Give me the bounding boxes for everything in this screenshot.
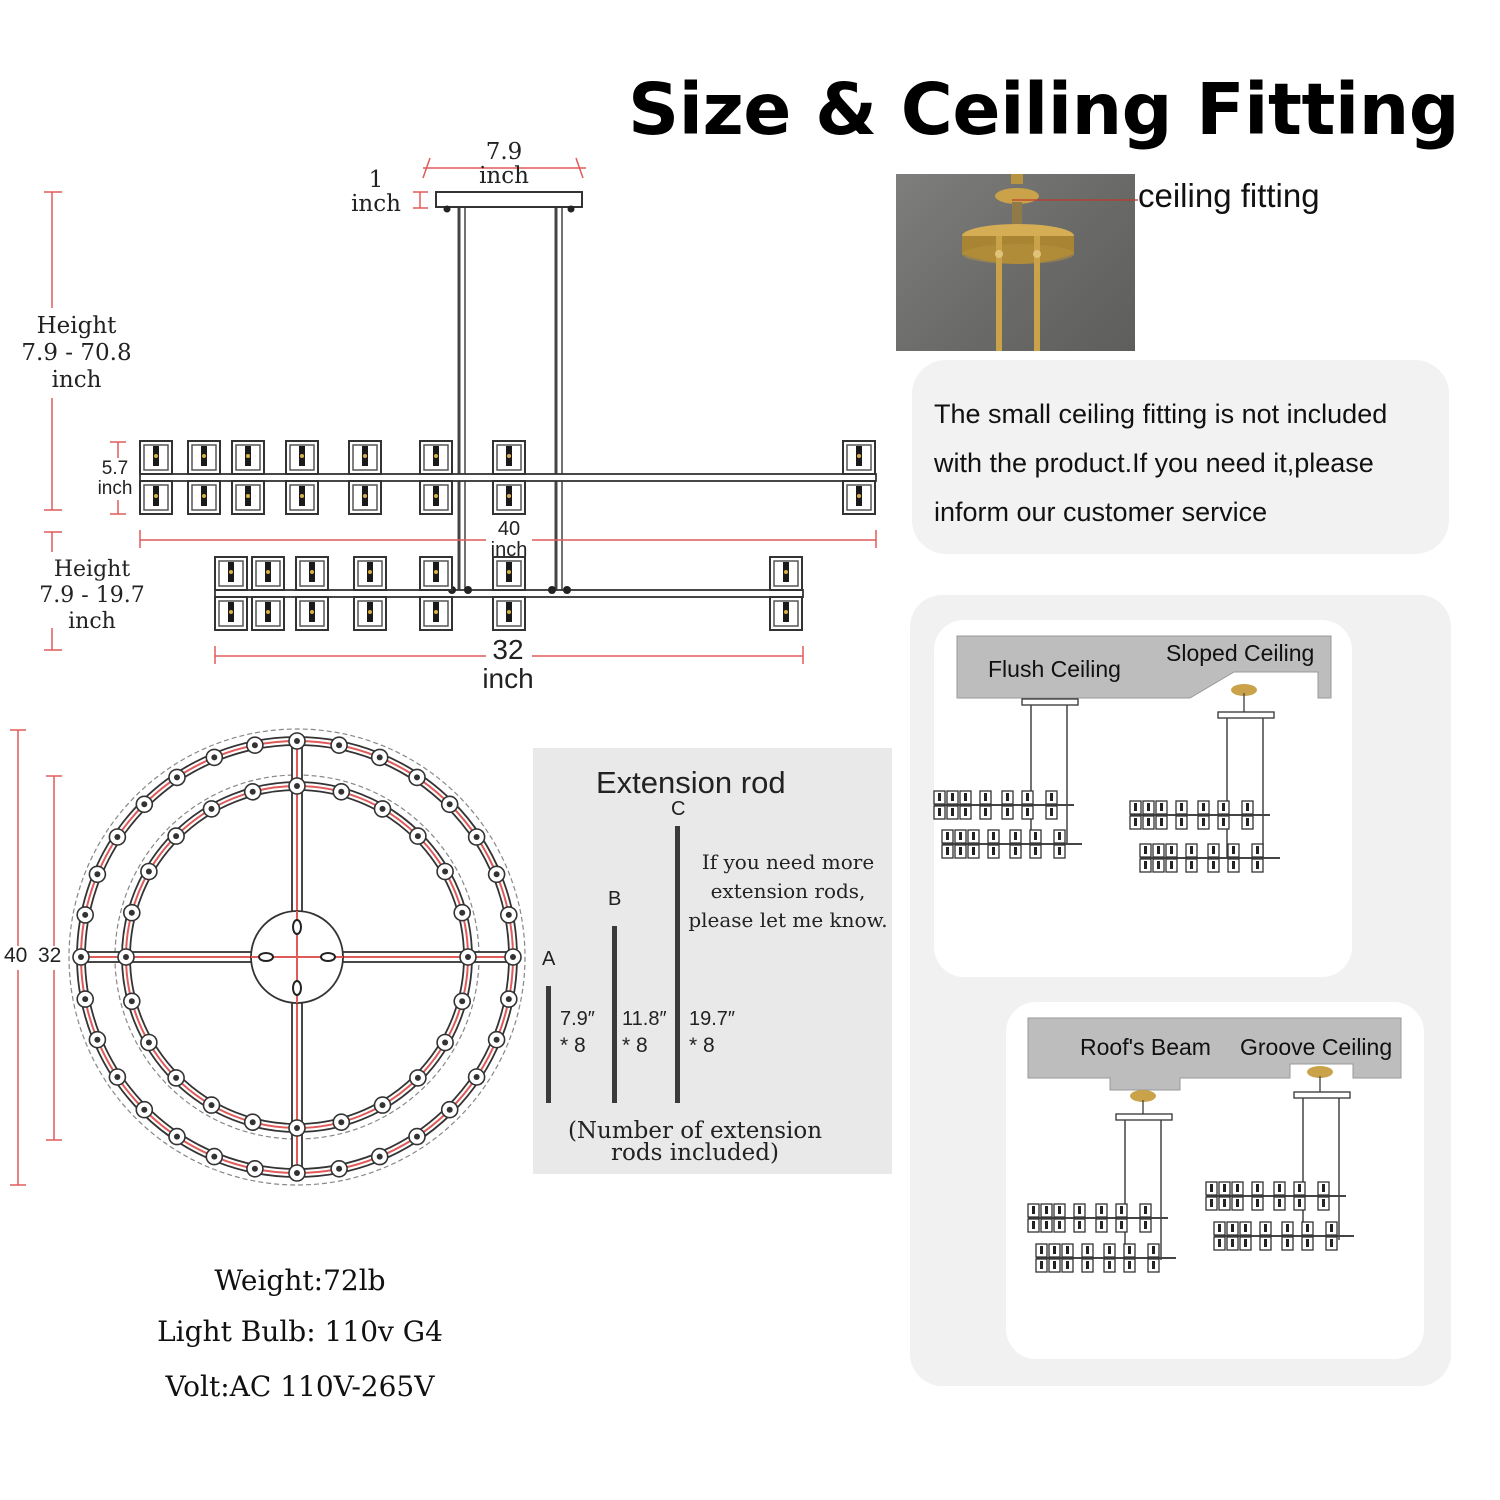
shade-marker-center	[465, 954, 471, 960]
spec-weight: Weight:72lb	[214, 1264, 386, 1297]
fitting-note-card	[912, 360, 1449, 554]
shade-marker-center	[505, 996, 512, 1003]
shade-marker-center	[251, 1165, 258, 1172]
fitting-note-text: The small ceiling fitting is not include…	[934, 399, 1388, 527]
shade-marker-center	[414, 1133, 420, 1140]
shade-marker-center	[510, 954, 516, 960]
shade-marker-center	[174, 774, 180, 781]
shade-marker-center	[459, 909, 466, 916]
rod-c	[675, 826, 680, 1103]
shade-marker-center	[493, 1036, 500, 1043]
shade-marker-center	[336, 742, 343, 749]
shade-marker-center	[294, 1170, 300, 1176]
rod-b-qty: * 8	[622, 1034, 648, 1057]
shade-marker-center	[473, 834, 480, 840]
rod-c-length: 19.7″	[689, 1008, 736, 1030]
rod-b-letter: B	[608, 888, 622, 910]
shade-marker-center	[123, 954, 129, 960]
shade-marker-center	[94, 871, 101, 878]
shade-marker-center	[114, 834, 121, 840]
shade-marker-center	[414, 774, 420, 781]
shade-marker-center	[473, 1074, 480, 1080]
shade-marker-center	[145, 1039, 152, 1046]
rod-c-letter: C	[671, 798, 686, 820]
spec-bulb: Light Bulb: 110v G4	[157, 1315, 443, 1348]
shade-marker-center	[145, 868, 152, 875]
shade-marker-center	[459, 998, 466, 1005]
rod-b-length: 11.8″	[622, 1008, 667, 1030]
shade-marker-center	[208, 1102, 215, 1109]
shade-marker-center	[442, 1039, 449, 1046]
shade-marker-center	[141, 1106, 148, 1113]
ceiling-fitting-label: ceiling fitting	[1138, 177, 1320, 214]
shade-marker-center	[493, 871, 500, 878]
page-title: Size & Ceiling Fitting	[628, 68, 1460, 151]
shade-marker-center	[338, 788, 345, 795]
shade-marker-center	[414, 1074, 421, 1081]
shade-marker-center	[173, 1074, 180, 1081]
shade-marker-center	[211, 754, 218, 761]
shade-marker-center	[249, 1119, 256, 1126]
side-elevation-diagram	[44, 157, 877, 664]
shade-marker-center	[336, 1165, 343, 1172]
shade-marker-center	[128, 909, 135, 916]
shade-marker-center	[174, 1133, 180, 1140]
extension-rod-panel	[533, 748, 892, 1174]
shade-marker-center	[128, 998, 135, 1005]
shade-marker-center	[379, 1102, 386, 1109]
shade-marker-center	[338, 1119, 345, 1126]
shade-marker-center	[211, 1153, 218, 1160]
shade-marker-center	[78, 954, 84, 960]
rod-a-qty: * 8	[560, 1034, 586, 1057]
top-view-outer-diameter: 40	[4, 944, 28, 967]
rod-c-qty: * 8	[689, 1034, 715, 1057]
rod-a	[546, 986, 551, 1103]
shade-marker-center	[379, 805, 386, 812]
shade-marker-center	[376, 1153, 383, 1160]
shade-marker-center	[446, 801, 453, 808]
shade-marker-center	[82, 996, 89, 1003]
rod-request-note: If you need more extension rods, please …	[688, 850, 888, 932]
rod-a-letter: A	[542, 948, 556, 970]
shade-marker-center	[294, 738, 300, 744]
shade-marker-center	[505, 911, 512, 918]
label-roofs-beam: Roof's Beam	[1080, 1034, 1211, 1060]
ceiling-types-illustration	[900, 635, 1402, 1380]
shade-marker-center	[208, 805, 215, 812]
shade-marker-center	[94, 1036, 101, 1043]
label-sloped-ceiling: Sloped Ceiling	[1166, 640, 1315, 666]
shade-marker-center	[442, 868, 449, 875]
shade-marker-center	[446, 1106, 453, 1113]
rod-b	[612, 926, 617, 1103]
shade-marker-center	[114, 1074, 121, 1080]
rod-a-length: 7.9″	[560, 1008, 595, 1030]
shade-marker-center	[414, 833, 421, 840]
shade-marker-center	[294, 1125, 300, 1131]
shade-marker-center	[82, 911, 89, 918]
label-flush-ceiling: Flush Ceiling	[988, 656, 1121, 682]
extension-rod-title: Extension rod	[596, 765, 786, 800]
label-groove-ceiling: Groove Ceiling	[1240, 1034, 1393, 1060]
shade-marker-center	[173, 833, 180, 840]
shade-marker-center	[141, 801, 148, 808]
ceiling-fitting-photo	[896, 174, 1135, 351]
top-view-inner-diameter: 32	[38, 944, 62, 967]
ceiling-fitting-pointer	[1012, 199, 1138, 201]
shade-marker-center	[249, 788, 256, 795]
shade-marker-center	[251, 742, 258, 749]
spec-volt: Volt:AC 110V-265V	[165, 1370, 435, 1403]
canopy	[435, 191, 583, 208]
shade-marker-center	[376, 754, 383, 761]
shade-marker-center	[294, 783, 300, 789]
top-view-diagram	[10, 728, 526, 1186]
